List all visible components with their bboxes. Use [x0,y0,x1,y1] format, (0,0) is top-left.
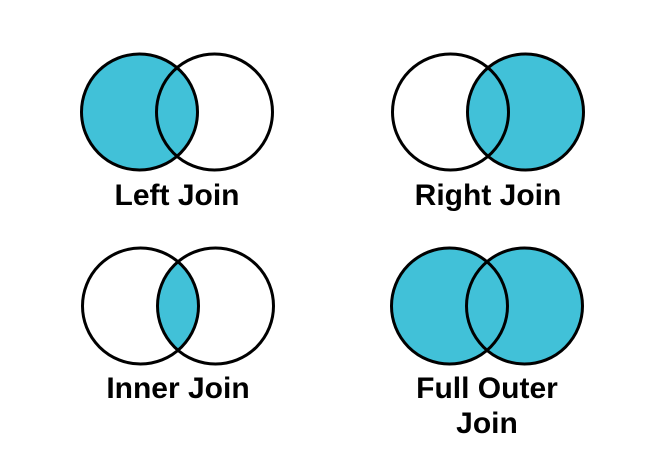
full-outer-join-left-circle-outline [390,246,509,366]
inner-join-label-text: Inner Join [106,372,250,405]
full-outer-join-right-circle-outline [465,246,584,366]
right-join-right-circle-outline [466,52,585,172]
right-join-label: Right Join [368,178,608,213]
inner-join-shaded-intersection [157,248,199,364]
right-join-venn-diagram [391,52,585,172]
left-join-right-circle-outline [155,52,274,172]
right-join-left-circle-outline [391,52,510,172]
full-outer-join-venn-diagram [390,246,584,366]
full-outer-join-label-line-2: Join [456,407,518,440]
full-outer-join-label-line-1: Full Outer [416,372,558,405]
full-outer-join-shaded-right-circle [466,248,583,364]
left-join-label-text: Left Join [114,179,240,212]
left-join-left-circle-outline [80,52,199,172]
right-join-label-text: Right Join [414,179,562,212]
left-join-shaded-left-circle [81,54,198,170]
inner-join-venn-diagram [81,246,275,366]
inner-join-label: Inner Join [58,371,298,406]
left-join-label: Left Join [57,178,297,213]
full-outer-join-label: Full Outer Join [367,371,607,441]
left-join-venn-diagram [80,52,274,172]
inner-join-right-circle-outline [156,246,275,366]
right-join-shaded-right-circle [467,54,584,170]
inner-join-left-circle-outline [81,246,200,366]
